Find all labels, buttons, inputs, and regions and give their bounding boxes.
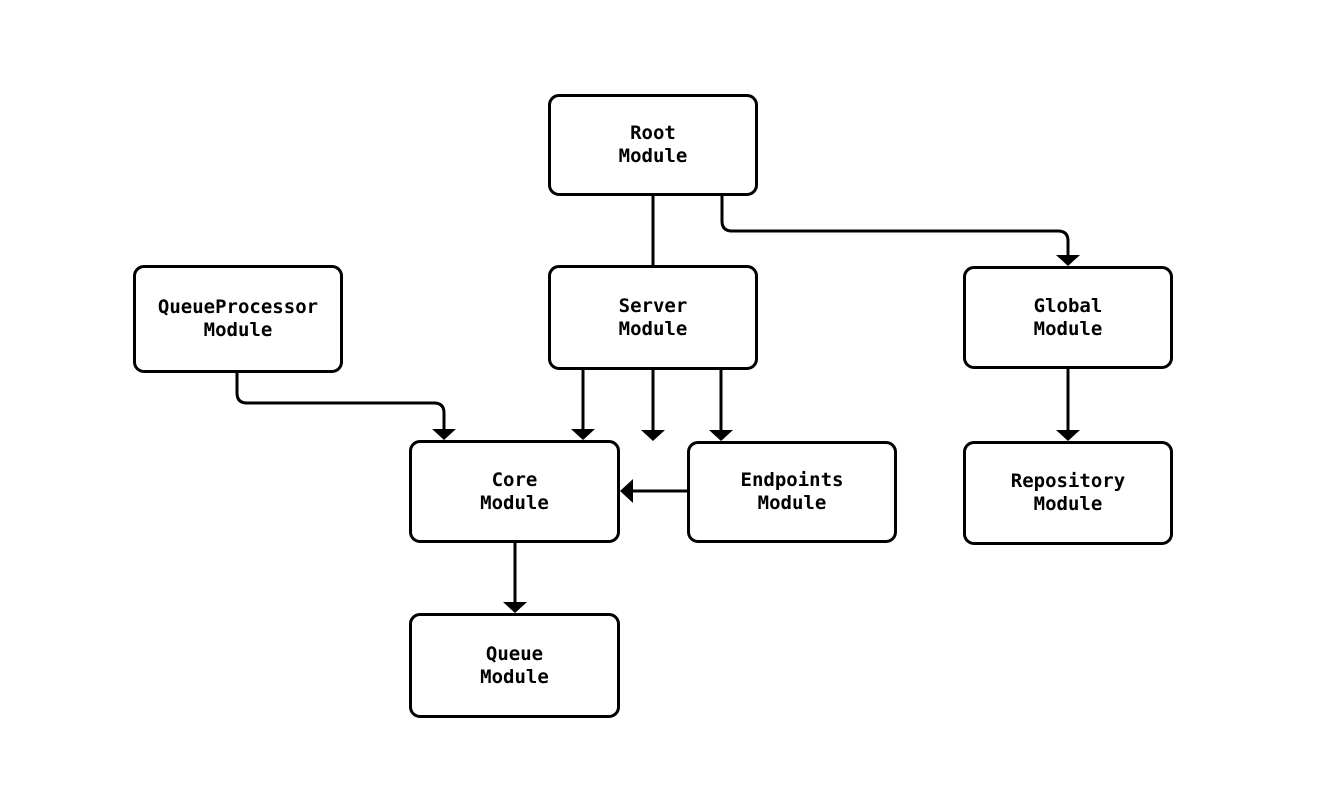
edge-server-to-endpoints: [709, 370, 733, 441]
node-core-module-line-2: Module: [480, 491, 549, 514]
edge-root-to-global: [720, 196, 1080, 266]
node-repository-module-line-1: Repository: [1010, 470, 1126, 492]
node-queueprocessor-module-line-2: Module: [203, 319, 273, 341]
edge-endpoints-to-core: [620, 479, 687, 503]
node-server-module[interactable]: Server Module: [548, 265, 758, 370]
node-core-module[interactable]: Core Module: [409, 440, 620, 543]
edge-core-to-queue: [503, 543, 527, 613]
node-queue-module-line-2: Module: [480, 665, 549, 688]
edge-queueprocessor-to-core: [235, 373, 456, 440]
node-root-module-line-1: Root: [630, 122, 676, 144]
node-repository-module-line-2: Module: [1033, 493, 1103, 515]
node-global-module[interactable]: Global Module: [963, 266, 1173, 369]
node-queueprocessor-module[interactable]: QueueProcessor Module: [133, 265, 343, 373]
edge-global-to-repository: [1056, 369, 1080, 441]
node-endpoints-module-line-1: Endpoints: [740, 469, 844, 491]
node-repository-module[interactable]: Repository Module: [963, 441, 1173, 545]
node-global-module-line-1: Global: [1033, 294, 1103, 317]
node-endpoints-module-line-2: Module: [757, 492, 827, 514]
node-server-module-line-2: Module: [618, 317, 688, 340]
node-queue-module-line-1: Queue: [485, 642, 544, 665]
node-endpoints-module[interactable]: Endpoints Module: [687, 441, 897, 543]
edge-server-to-core: [571, 370, 595, 440]
node-server-module-line-1: Server: [618, 294, 688, 317]
node-queue-module[interactable]: Queue Module: [409, 613, 620, 718]
node-root-module[interactable]: Root Module: [548, 94, 758, 196]
node-queueprocessor-module-line-1: QueueProcessor: [157, 296, 319, 318]
node-root-module-line-2: Module: [618, 145, 688, 167]
node-global-module-line-2: Module: [1033, 317, 1103, 340]
node-core-module-line-1: Core: [491, 468, 538, 491]
